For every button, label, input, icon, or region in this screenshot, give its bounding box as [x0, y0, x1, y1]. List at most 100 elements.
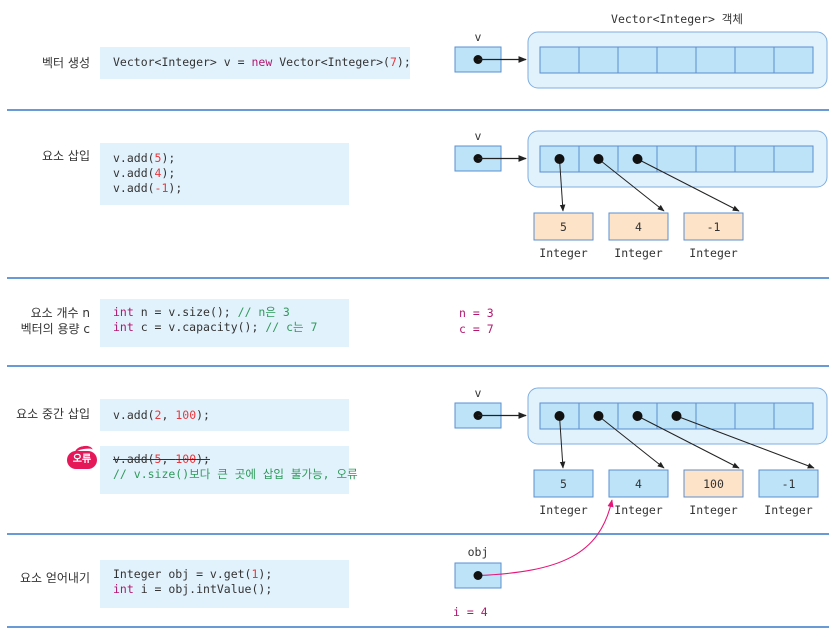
integer-object [608, 212, 669, 241]
integer-value: -1 [707, 220, 721, 234]
integer-object [683, 212, 744, 241]
section-label-create: 벡터 생성 [42, 56, 90, 70]
code-comment: // c는 7 [265, 320, 318, 334]
code-number: 7 [389, 55, 397, 69]
code-keyword: int [113, 582, 134, 596]
vector-slot [734, 145, 775, 173]
integer-object [608, 469, 669, 498]
vector-slot [656, 46, 697, 74]
section-label-insert: 요소 삽입 [42, 149, 90, 163]
integer-object [758, 469, 819, 498]
code-text: ); [196, 452, 210, 466]
integer-type-label: Integer [689, 246, 738, 260]
code-number: 5 [154, 452, 162, 466]
section-label-size: 요소 개수 n [30, 306, 90, 320]
code-text: n = v.size(); [133, 305, 238, 319]
section-label-capacity: 벡터의 용량 c [20, 322, 90, 336]
element-pointer-dot [593, 154, 604, 164]
code-keyword: int [113, 320, 134, 334]
vector-slot [734, 402, 775, 430]
code-text: i = obj.intValue(); [133, 582, 273, 596]
vector-slot [773, 145, 814, 173]
section-divider [7, 626, 829, 628]
integer-object [533, 469, 594, 498]
code-text: , [161, 452, 176, 466]
element-pointer-dot [554, 411, 565, 421]
code-text: v.add( [113, 181, 155, 195]
code-number: 1 [251, 567, 259, 581]
vector-slot [617, 46, 658, 74]
element-pointer-arrow [676, 415, 815, 469]
code-text: ); [258, 567, 273, 581]
element-pointer-arrow [598, 415, 665, 469]
code-comment: // n은 3 [237, 305, 290, 319]
integer-value: 5 [560, 220, 567, 234]
section-label-middle-insert: 요소 중간 삽입 [16, 407, 90, 421]
element-pointer-dot [554, 154, 565, 164]
element-pointer-dot [593, 411, 604, 421]
section-divider [7, 109, 829, 111]
code-text: ); [396, 55, 411, 69]
code-keyword: int [113, 305, 134, 319]
code-text: v.add( [113, 408, 155, 422]
code-comment: // v.size()보다 큰 곳에 삽입 불가능, 오류 [113, 467, 358, 481]
code-line: v.add(5, 100); [113, 452, 349, 467]
error-badge: 오류 [67, 451, 97, 469]
integer-type-label: Integer [614, 503, 663, 517]
integer-type-label: Integer [689, 503, 738, 517]
element-pointer-dot [671, 411, 682, 421]
code-line: v.add(5); [113, 151, 349, 166]
code-text: ); [196, 408, 210, 422]
vector-slot [578, 46, 619, 74]
variable-name: v [475, 386, 482, 400]
code-text: ); [161, 151, 176, 165]
integer-type-label: Integer [539, 246, 588, 260]
code-line: // v.size()보다 큰 곳에 삽입 불가능, 오류 [113, 467, 358, 482]
element-pointer-arrow [559, 158, 566, 212]
element-pointer-arrow [637, 158, 740, 212]
integer-type-label: Integer [764, 503, 813, 517]
code-block-get: Integer obj = v.get(1);int i = obj.intVa… [100, 560, 349, 608]
code-number: 100 [175, 408, 197, 422]
code-text: , [161, 408, 176, 422]
vector-slot [539, 402, 580, 430]
section-divider [7, 533, 829, 535]
element-pointer-dot [632, 411, 643, 421]
integer-object [683, 469, 744, 498]
code-number: 5 [154, 151, 162, 165]
integer-value: 5 [560, 477, 567, 491]
vector-slot [578, 145, 619, 173]
code-block-create: Vector<Integer> v = new Vector<Integer>(… [100, 47, 411, 79]
integer-object [533, 212, 594, 241]
obj-reference-dot [473, 571, 483, 580]
section-divider [7, 365, 829, 367]
container-caption: Vector<Integer> 객체 [611, 12, 743, 26]
code-line: Integer obj = v.get(1); [113, 567, 349, 582]
code-line: int c = v.capacity(); // c는 7 [113, 320, 349, 335]
code-number: 2 [154, 408, 162, 422]
code-text: v.add( [113, 151, 155, 165]
code-number: 4 [154, 166, 162, 180]
code-number: 100 [175, 452, 197, 466]
readout-c: c = 7 [459, 322, 494, 336]
section-label-get: 요소 얻어내기 [19, 571, 90, 585]
code-line: int i = obj.intValue(); [113, 582, 349, 597]
code-block-insert: v.add(5);v.add(4);v.add(-1); [100, 143, 349, 205]
readout-i: i = 4 [453, 605, 488, 619]
code-text: v.add( [113, 452, 155, 466]
code-text: c = v.capacity(); [133, 320, 266, 334]
code-line: int n = v.size(); // n은 3 [113, 305, 349, 320]
readout-n: n = 3 [459, 306, 494, 320]
element-pointer-arrow [637, 415, 740, 469]
element-pointer-arrow [598, 158, 665, 212]
vector-slot [695, 402, 736, 430]
code-line: v.add(2, 100); [113, 408, 349, 423]
element-pointer-arrow [559, 415, 566, 469]
code-line: v.add(4); [113, 166, 349, 181]
vector-slot [773, 46, 814, 74]
integer-type-label: Integer [614, 246, 663, 260]
element-pointer-dot [632, 154, 643, 164]
code-text: v.add( [113, 166, 155, 180]
